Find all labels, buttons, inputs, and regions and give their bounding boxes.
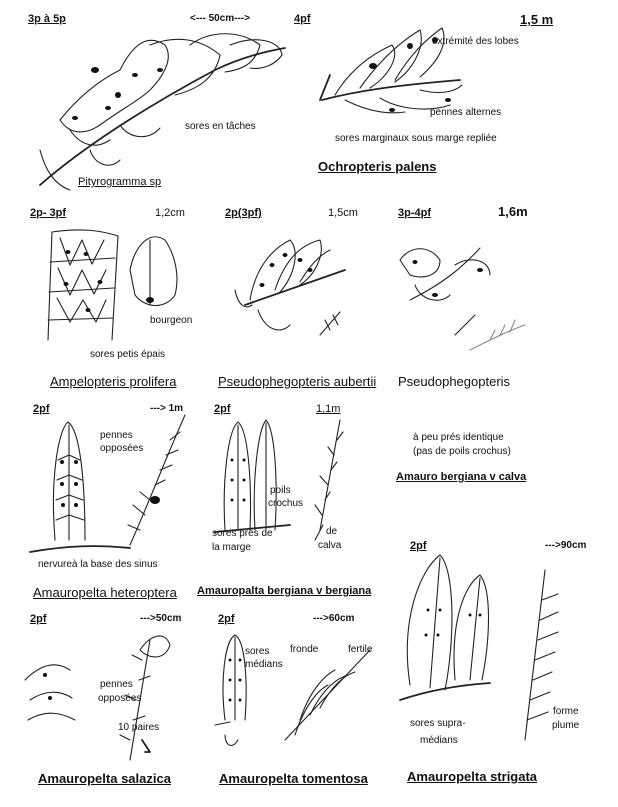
salazica-note-pinnae-1: pennes: [100, 679, 133, 690]
bergiana-name: Amauropalta bergiana v bergiana: [197, 585, 372, 597]
ampelopteris-scale: 2p- 3pf: [30, 207, 67, 219]
ochropteris-name: Ochropteris palens: [318, 159, 437, 174]
strigata-size: --->90cm: [545, 540, 587, 551]
heteroptera-scale: 2pf: [33, 403, 50, 415]
heteroptera-note-vein: nervureà la base des sinus: [38, 559, 158, 570]
pseudophegopteris-aubertii-sketch: [234, 239, 346, 336]
bergiana-note-sori-2: la marge: [212, 542, 251, 553]
bergiana-sketch: [214, 419, 344, 541]
tomentosa-note-sori-1: sores: [245, 646, 270, 657]
ochropteris-note-sori: sores marginaux sous marge repliée: [335, 133, 497, 144]
strigata-sketch: [399, 554, 559, 741]
tomentosa-note-fertile: fertile: [348, 644, 373, 655]
ampelopteris-note-bud: bourgeon: [150, 315, 193, 326]
ochropteris-note-lobes: extrémité des lobes: [432, 36, 519, 47]
ampelopteris-sketch: [47, 229, 178, 341]
bergiana-scale: 2pf: [214, 403, 231, 415]
tomentosa-sketch: [214, 634, 371, 746]
bergiana-note-hairs-1: poils: [270, 485, 291, 496]
salazica-sketch: [24, 635, 171, 761]
tomentosa-size: --->60cm: [313, 613, 355, 624]
aubertii-name: Pseudophegopteris aubertii: [218, 374, 377, 389]
heteroptera-name: Amauropelta heteroptera: [33, 585, 177, 600]
strigata-note-sori-1: sores supra-: [410, 718, 466, 729]
bergiana-note-hairs-2: crochus: [268, 498, 304, 509]
ampelopteris-note-sori: sores petis épais: [90, 349, 166, 360]
pseudophegopteris-sketch: [399, 247, 526, 351]
tomentosa-note-frond: fronde: [290, 644, 319, 655]
pseudophegopteris-name: Pseudophegopteris: [398, 374, 511, 389]
bergiana-note-sori-1: sores prés de: [212, 528, 273, 539]
salazica-scale: 2pf: [30, 613, 47, 625]
pseudophegopteris-scale: 3p-4pf: [398, 207, 431, 219]
pseudophegopteris-size: 1,6m: [498, 204, 528, 219]
strigata-note-sori-2: médians: [420, 735, 458, 746]
pityrogramma-note: sores en tâches: [185, 121, 256, 132]
calva-note-2: (pas de poils crochus): [413, 446, 511, 457]
heteroptera-note-pinnae-1: pennes: [100, 430, 133, 441]
pityrogramma-size: <--- 50cm--->: [190, 13, 251, 24]
tomentosa-scale: 2pf: [218, 613, 235, 625]
calva-name: Amauro bergiana v calva: [396, 471, 527, 483]
ampelopteris-size: 1,2cm: [155, 207, 185, 219]
ampelopteris-name: Ampelopteris prolifera: [50, 374, 177, 389]
salazica-size: --->50cm: [140, 613, 182, 624]
pityrogramma-scale: 3p à 5p: [28, 13, 66, 25]
heteroptera-note-pinnae-2: opposées: [100, 443, 144, 454]
pityrogramma-sketch: [39, 33, 286, 191]
ochropteris-note-pinnae: pennes alternes: [430, 107, 502, 118]
aubertii-size: 1,5cm: [328, 207, 358, 219]
salazica-name: Amauropelta salazica: [38, 771, 171, 786]
salazica-note-pinnae-2: opposées: [98, 693, 142, 704]
bergiana-note-de: de: [326, 526, 338, 537]
aubertii-scale: 2p(3pf): [225, 207, 262, 219]
strigata-note-form-1: forme: [553, 706, 579, 717]
bergiana-note-calva: calva: [318, 540, 342, 551]
strigata-scale: 2pf: [410, 540, 427, 552]
salazica-note-pairs: 10 paires: [118, 722, 160, 733]
heteroptera-size: ---> 1m: [150, 403, 184, 414]
ochropteris-sketch: [319, 27, 463, 114]
bergiana-size: 1,1m: [316, 403, 341, 415]
strigata-name: Amauropelta strigata: [407, 769, 538, 784]
tomentosa-note-sori-2: médians: [245, 659, 283, 670]
pityrogramma-name: Pityrogramma sp: [78, 176, 162, 188]
strigata-note-form-2: plume: [552, 720, 580, 731]
ochropteris-size: 1,5 m: [520, 12, 554, 27]
tomentosa-name: Amauropelta tomentosa: [219, 771, 368, 786]
ochropteris-scale: 4pf: [294, 13, 311, 25]
calva-note-1: à peu prés identique: [413, 432, 504, 443]
heteroptera-sketch: [29, 414, 186, 553]
